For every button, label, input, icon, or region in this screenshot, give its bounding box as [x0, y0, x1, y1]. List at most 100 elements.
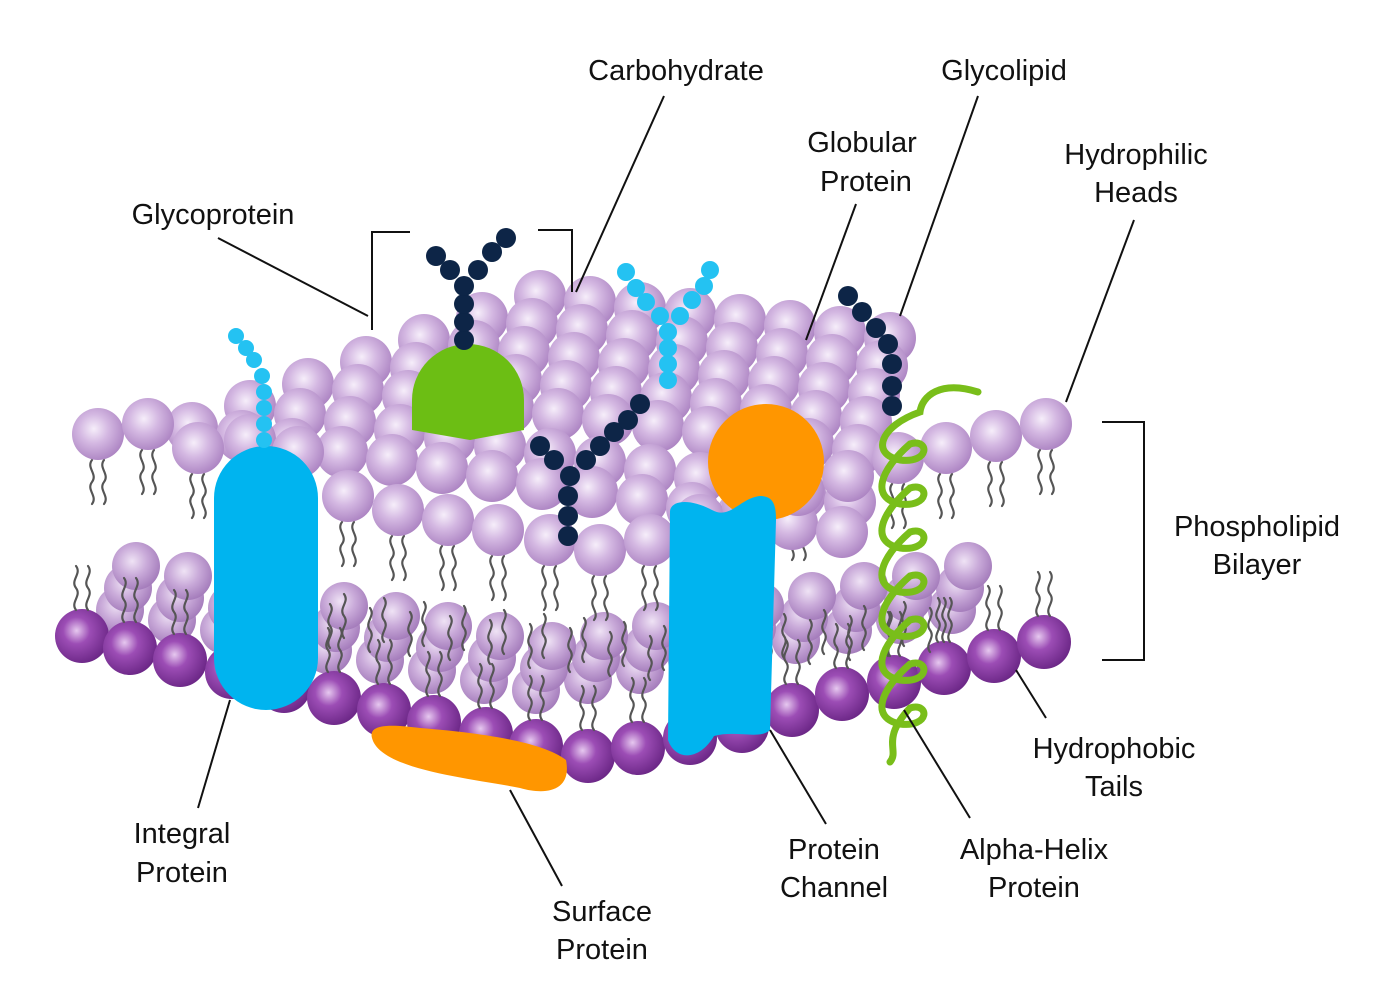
carbohydrate-bead [590, 436, 610, 456]
bottom-head [1017, 615, 1071, 669]
leader-line [769, 729, 827, 825]
label-alpha-helix-protein-2: Protein [988, 872, 1080, 904]
inner-tail [541, 612, 547, 660]
top-head [624, 514, 676, 566]
bottom-back-head [112, 542, 160, 590]
carbohydrate-bead [604, 422, 624, 442]
inner-tail [341, 592, 347, 640]
carbohydrate-bead [256, 400, 272, 416]
bottom-tail [833, 622, 839, 670]
top-head [372, 484, 424, 536]
bottom-tail [477, 662, 483, 710]
inner-tail [847, 614, 853, 662]
carbohydrate-bead [454, 294, 474, 314]
top-head [72, 408, 124, 460]
bottom-tail [73, 564, 79, 612]
bottom-head [967, 629, 1021, 683]
top-tail [489, 554, 495, 602]
bottom-head [765, 683, 819, 737]
inner-tail [941, 596, 947, 644]
carbohydrate-bead [256, 384, 272, 400]
bottom-tail [1035, 570, 1041, 618]
inner-tail [807, 618, 813, 666]
top-head [920, 422, 972, 474]
inner-tail [461, 604, 467, 652]
bottom-tail [425, 650, 431, 698]
bottom-back-head [944, 542, 992, 590]
carbohydrate-bead [256, 432, 272, 448]
inner-tail [421, 600, 427, 648]
top-tail [1037, 448, 1043, 496]
top-head [816, 506, 868, 558]
top-head [466, 450, 518, 502]
labels: Carbohydrate Glycolipid Globular Protein… [132, 55, 1340, 966]
inner-tail [407, 610, 413, 658]
bottom-tail [171, 588, 177, 636]
top-tail [351, 520, 357, 568]
leader-line [197, 699, 231, 809]
top-tail [439, 544, 445, 592]
label-hydrophilic-heads-1: Hydrophilic [1064, 139, 1207, 171]
membrane-proteins [214, 344, 982, 766]
bottom-back-head [528, 622, 576, 670]
leader-line [899, 95, 979, 317]
top-head [1020, 398, 1072, 450]
bottom-tail [579, 684, 585, 732]
top-tail [1049, 448, 1055, 496]
inner-tail [661, 624, 667, 672]
bottom-tail [375, 638, 381, 686]
carbohydrate-bead [254, 368, 270, 384]
bottom-head [917, 641, 971, 695]
bottom-tail [947, 596, 953, 644]
glycoprotein-bracket-right [538, 229, 573, 292]
bottom-head [103, 621, 157, 675]
inner-tail [647, 634, 653, 682]
bottom-back-head [476, 612, 524, 660]
inner-tail [447, 614, 453, 662]
top-tail [541, 564, 547, 612]
top-tail [451, 544, 457, 592]
bottom-tail [121, 576, 127, 624]
integral-protein-body [214, 446, 318, 710]
glycolipid-bead [882, 376, 902, 396]
carbohydrate-bead [256, 416, 272, 432]
carbohydrate-bead [558, 526, 578, 546]
label-surface-protein-2: Protein [556, 934, 648, 966]
bottom-head [561, 729, 615, 783]
leader-line [1015, 669, 1047, 719]
bottom-tail [795, 638, 801, 686]
protein-channel-body [668, 496, 776, 756]
carbohydrate-chains [228, 228, 902, 546]
carbohydrate-bead [482, 242, 502, 262]
carbohydrate-bead [683, 291, 701, 309]
bottom-back-head [580, 612, 628, 660]
carbohydrate-bead [630, 394, 650, 414]
bottom-tail [85, 564, 91, 612]
inner-tail [581, 616, 587, 664]
bottom-back-head [164, 552, 212, 600]
top-tail [987, 460, 993, 508]
carbohydrate-bead [576, 450, 596, 470]
top-tail [139, 448, 145, 496]
bottom-tail [387, 638, 393, 686]
glycolipid-bead [852, 302, 872, 322]
top-tail [189, 472, 195, 520]
label-hydrophilic-heads-2: Heads [1094, 177, 1178, 209]
top-head [316, 426, 368, 478]
top-tail [603, 574, 609, 622]
carbohydrate-bead [468, 260, 488, 280]
top-tail [389, 534, 395, 582]
bottom-tail [591, 684, 597, 732]
carbohydrate-bead [440, 260, 460, 280]
top-head [574, 524, 626, 576]
bottom-back-head [632, 602, 680, 650]
bottom-back-head [372, 592, 420, 640]
leader-line [217, 237, 369, 317]
leader-line [509, 789, 563, 887]
carbohydrate-bead [695, 277, 713, 295]
carbohydrate-bead [659, 339, 677, 357]
orange-globular-protein [708, 404, 824, 520]
bottom-tail [133, 576, 139, 624]
label-hydrophobic-tails-2: Tails [1085, 771, 1143, 803]
bilayer-bracket [1102, 421, 1145, 661]
